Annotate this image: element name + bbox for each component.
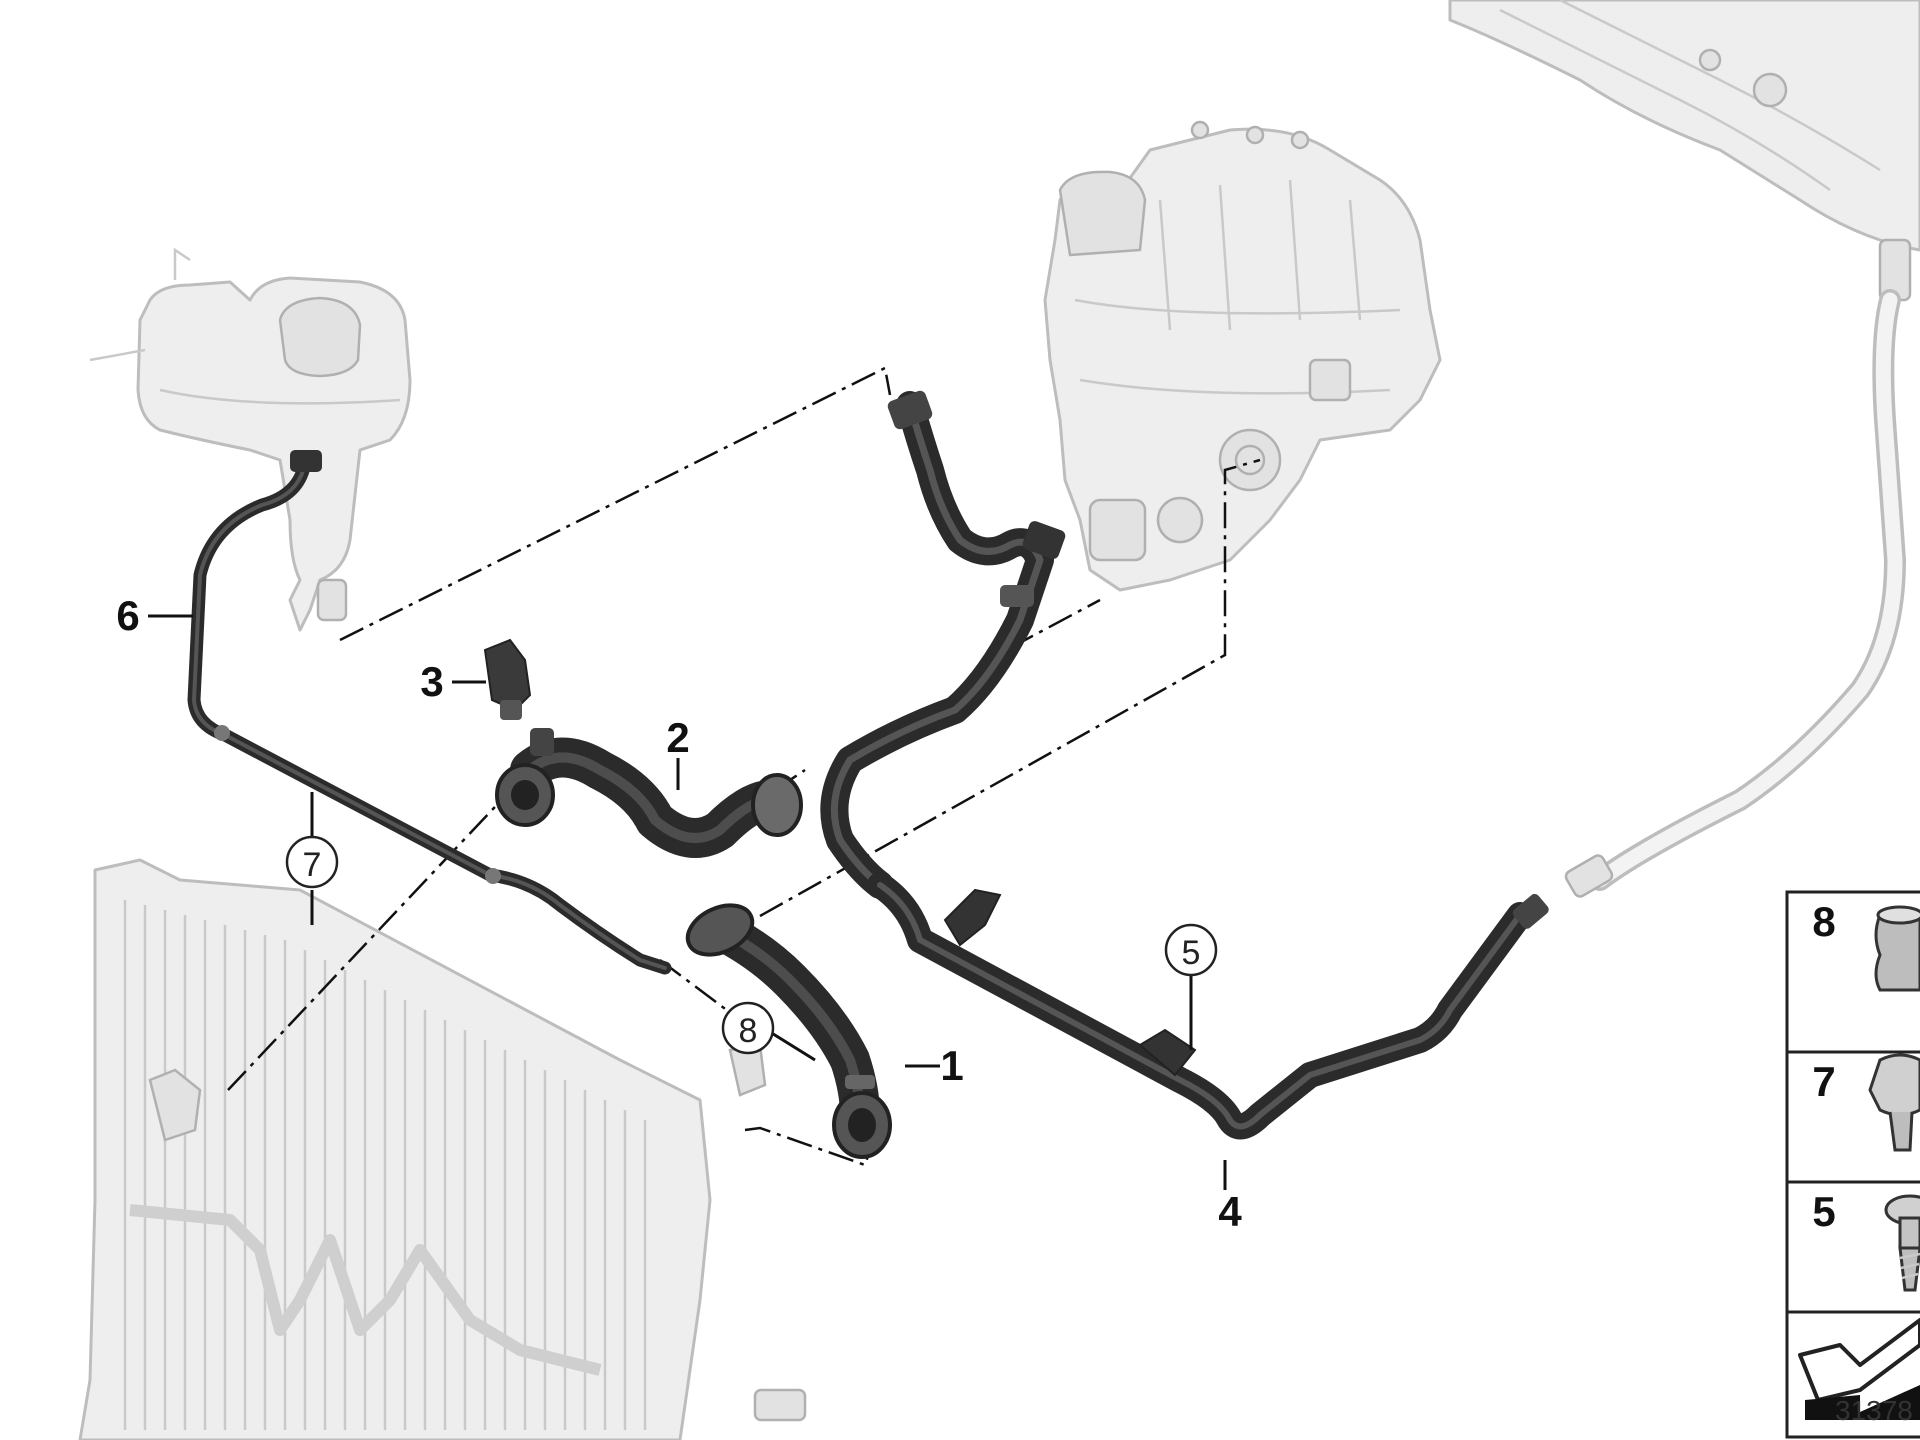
legend-label-5: 5 — [1812, 1188, 1835, 1235]
engine-body-ghost — [1448, 0, 1920, 302]
legend-item-7: 7 — [1812, 1053, 1920, 1152]
hose-part-2 — [495, 728, 803, 858]
hose-clamp-icon — [1874, 905, 1920, 992]
hose-part-4 — [867, 872, 1549, 1140]
callout-5-label: 5 — [1182, 934, 1201, 972]
legend-item-5: 5 — [1812, 1188, 1920, 1292]
callout-7: 7 — [285, 835, 339, 889]
callout-4: 4 — [1218, 1188, 1242, 1235]
callout-5: 5 — [1164, 923, 1218, 977]
legend-panel: 8 7 5 — [1785, 890, 1920, 1439]
callout-1: 1 — [940, 1042, 963, 1089]
legend-label-7: 7 — [1812, 1058, 1835, 1105]
callout-8: 8 — [721, 1001, 775, 1055]
callout-3: 3 — [420, 658, 443, 705]
hose-part-1 — [685, 903, 892, 1159]
callout-7-label: 7 — [303, 846, 322, 884]
screw-icon — [1884, 1194, 1920, 1292]
legend-item-8: 8 — [1812, 898, 1920, 992]
callout-2: 2 — [666, 714, 689, 761]
legend-label-8: 8 — [1812, 898, 1835, 945]
leader-lines — [148, 614, 1227, 1190]
callout-labels: 6 3 2 1 4 7 8 5 — [116, 592, 1242, 1235]
hose-part-6 — [187, 450, 672, 975]
reference-number: 31378 — [1835, 1395, 1913, 1426]
callout-6: 6 — [116, 592, 139, 639]
vehicle-direction-arrow-icon — [1798, 1318, 1920, 1420]
hose-pump-feed — [820, 390, 1066, 899]
radiator-ghost — [78, 858, 807, 1440]
callout-8-label: 8 — [739, 1012, 758, 1050]
engine-block-ghost — [1043, 120, 1442, 592]
return-pipe-ghost — [1564, 289, 1907, 898]
clip-icon — [1868, 1053, 1920, 1152]
sensor-part-3 — [483, 638, 532, 720]
expansion-tank-ghost — [89, 247, 412, 632]
